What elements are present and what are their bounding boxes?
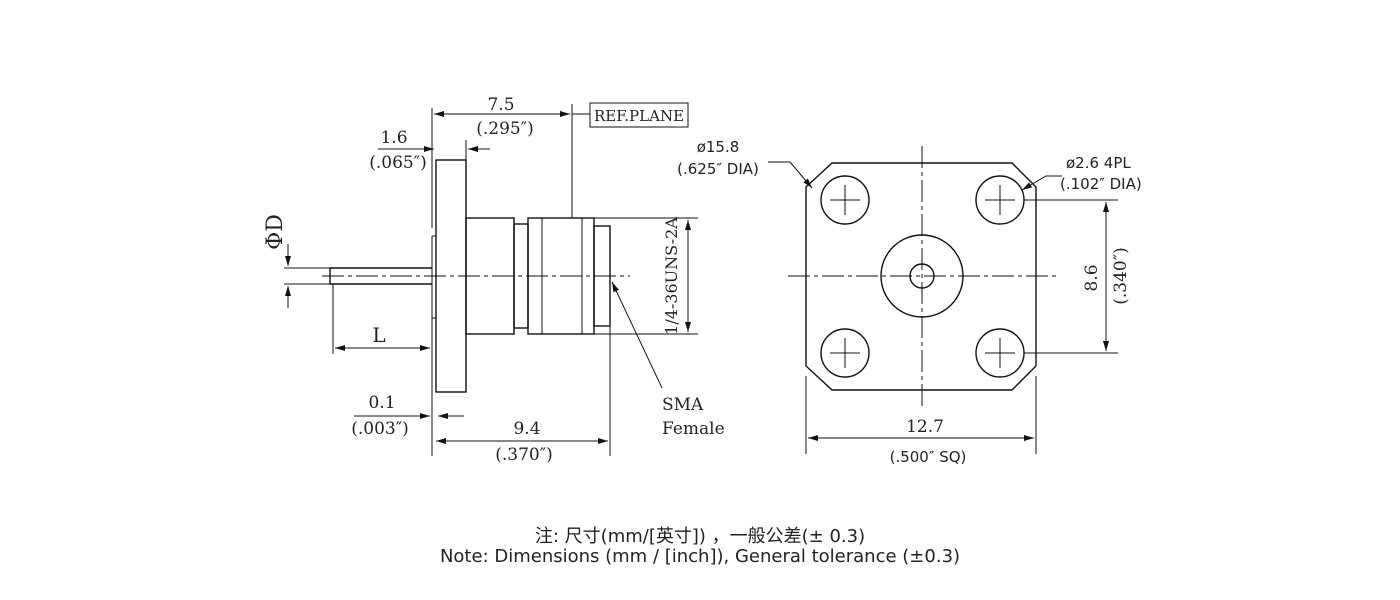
thread-label: 1/4-36UNS-2A (662, 217, 681, 335)
dim-length: 7.5 (487, 95, 514, 115)
note-chinese: 注: 尺寸(mm/[英寸]) ，一般公差(± 0.3) (534, 526, 866, 547)
pin (329, 267, 432, 285)
ref-plane-label: REF.PLANE (594, 107, 684, 125)
dim-length-inch: (.295″) (476, 119, 533, 139)
width: 12.7 (906, 417, 944, 437)
hole-dia-inch: (.102″ DIA) (1060, 175, 1142, 193)
note-english: Note: Dimensions (mm / [inch]), General … (439, 546, 961, 567)
side-view: 7.5 (.295″) REF.PLANE 1.6 (.065″) ΦD L 0… (263, 95, 725, 465)
hole-dia: ø2.6 4PL (1066, 154, 1131, 172)
pin-length-label: L (372, 323, 385, 347)
front-view: ø15.8 (.625″ DIA) ø2.6 4PL (.102″ DIA) 8… (677, 138, 1142, 466)
center-contact (909, 263, 935, 289)
dim-flange-inch: (.065″) (369, 153, 426, 173)
flange-dia-inch: (.625″ DIA) (677, 160, 759, 178)
flange-dia: ø15.8 (697, 138, 740, 156)
dim-gap-inch: (.003″) (351, 419, 408, 439)
connector-type: SMA (662, 395, 704, 415)
front-flange-outline (805, 162, 1037, 391)
mounting-hole (975, 328, 1025, 378)
center-insulator (880, 234, 964, 318)
dim-body-inch: (.370″) (495, 445, 552, 465)
hole-spacing: 8.6 (1082, 264, 1102, 291)
mounting-hole (820, 328, 870, 378)
pin-dia-label: ΦD (263, 214, 288, 250)
hole-spacing-inch: (.340″) (1111, 247, 1131, 304)
ref-plane-box (589, 102, 689, 128)
dim-flange: 1.6 (380, 128, 407, 148)
connector-gender: Female (662, 419, 725, 439)
dim-gap: 0.1 (368, 393, 395, 413)
mounting-hole (975, 175, 1025, 225)
width-inch: (.500″ SQ) (890, 448, 967, 466)
mounting-hole (820, 175, 870, 225)
dim-body: 9.4 (513, 419, 540, 439)
connector-end (593, 225, 611, 327)
